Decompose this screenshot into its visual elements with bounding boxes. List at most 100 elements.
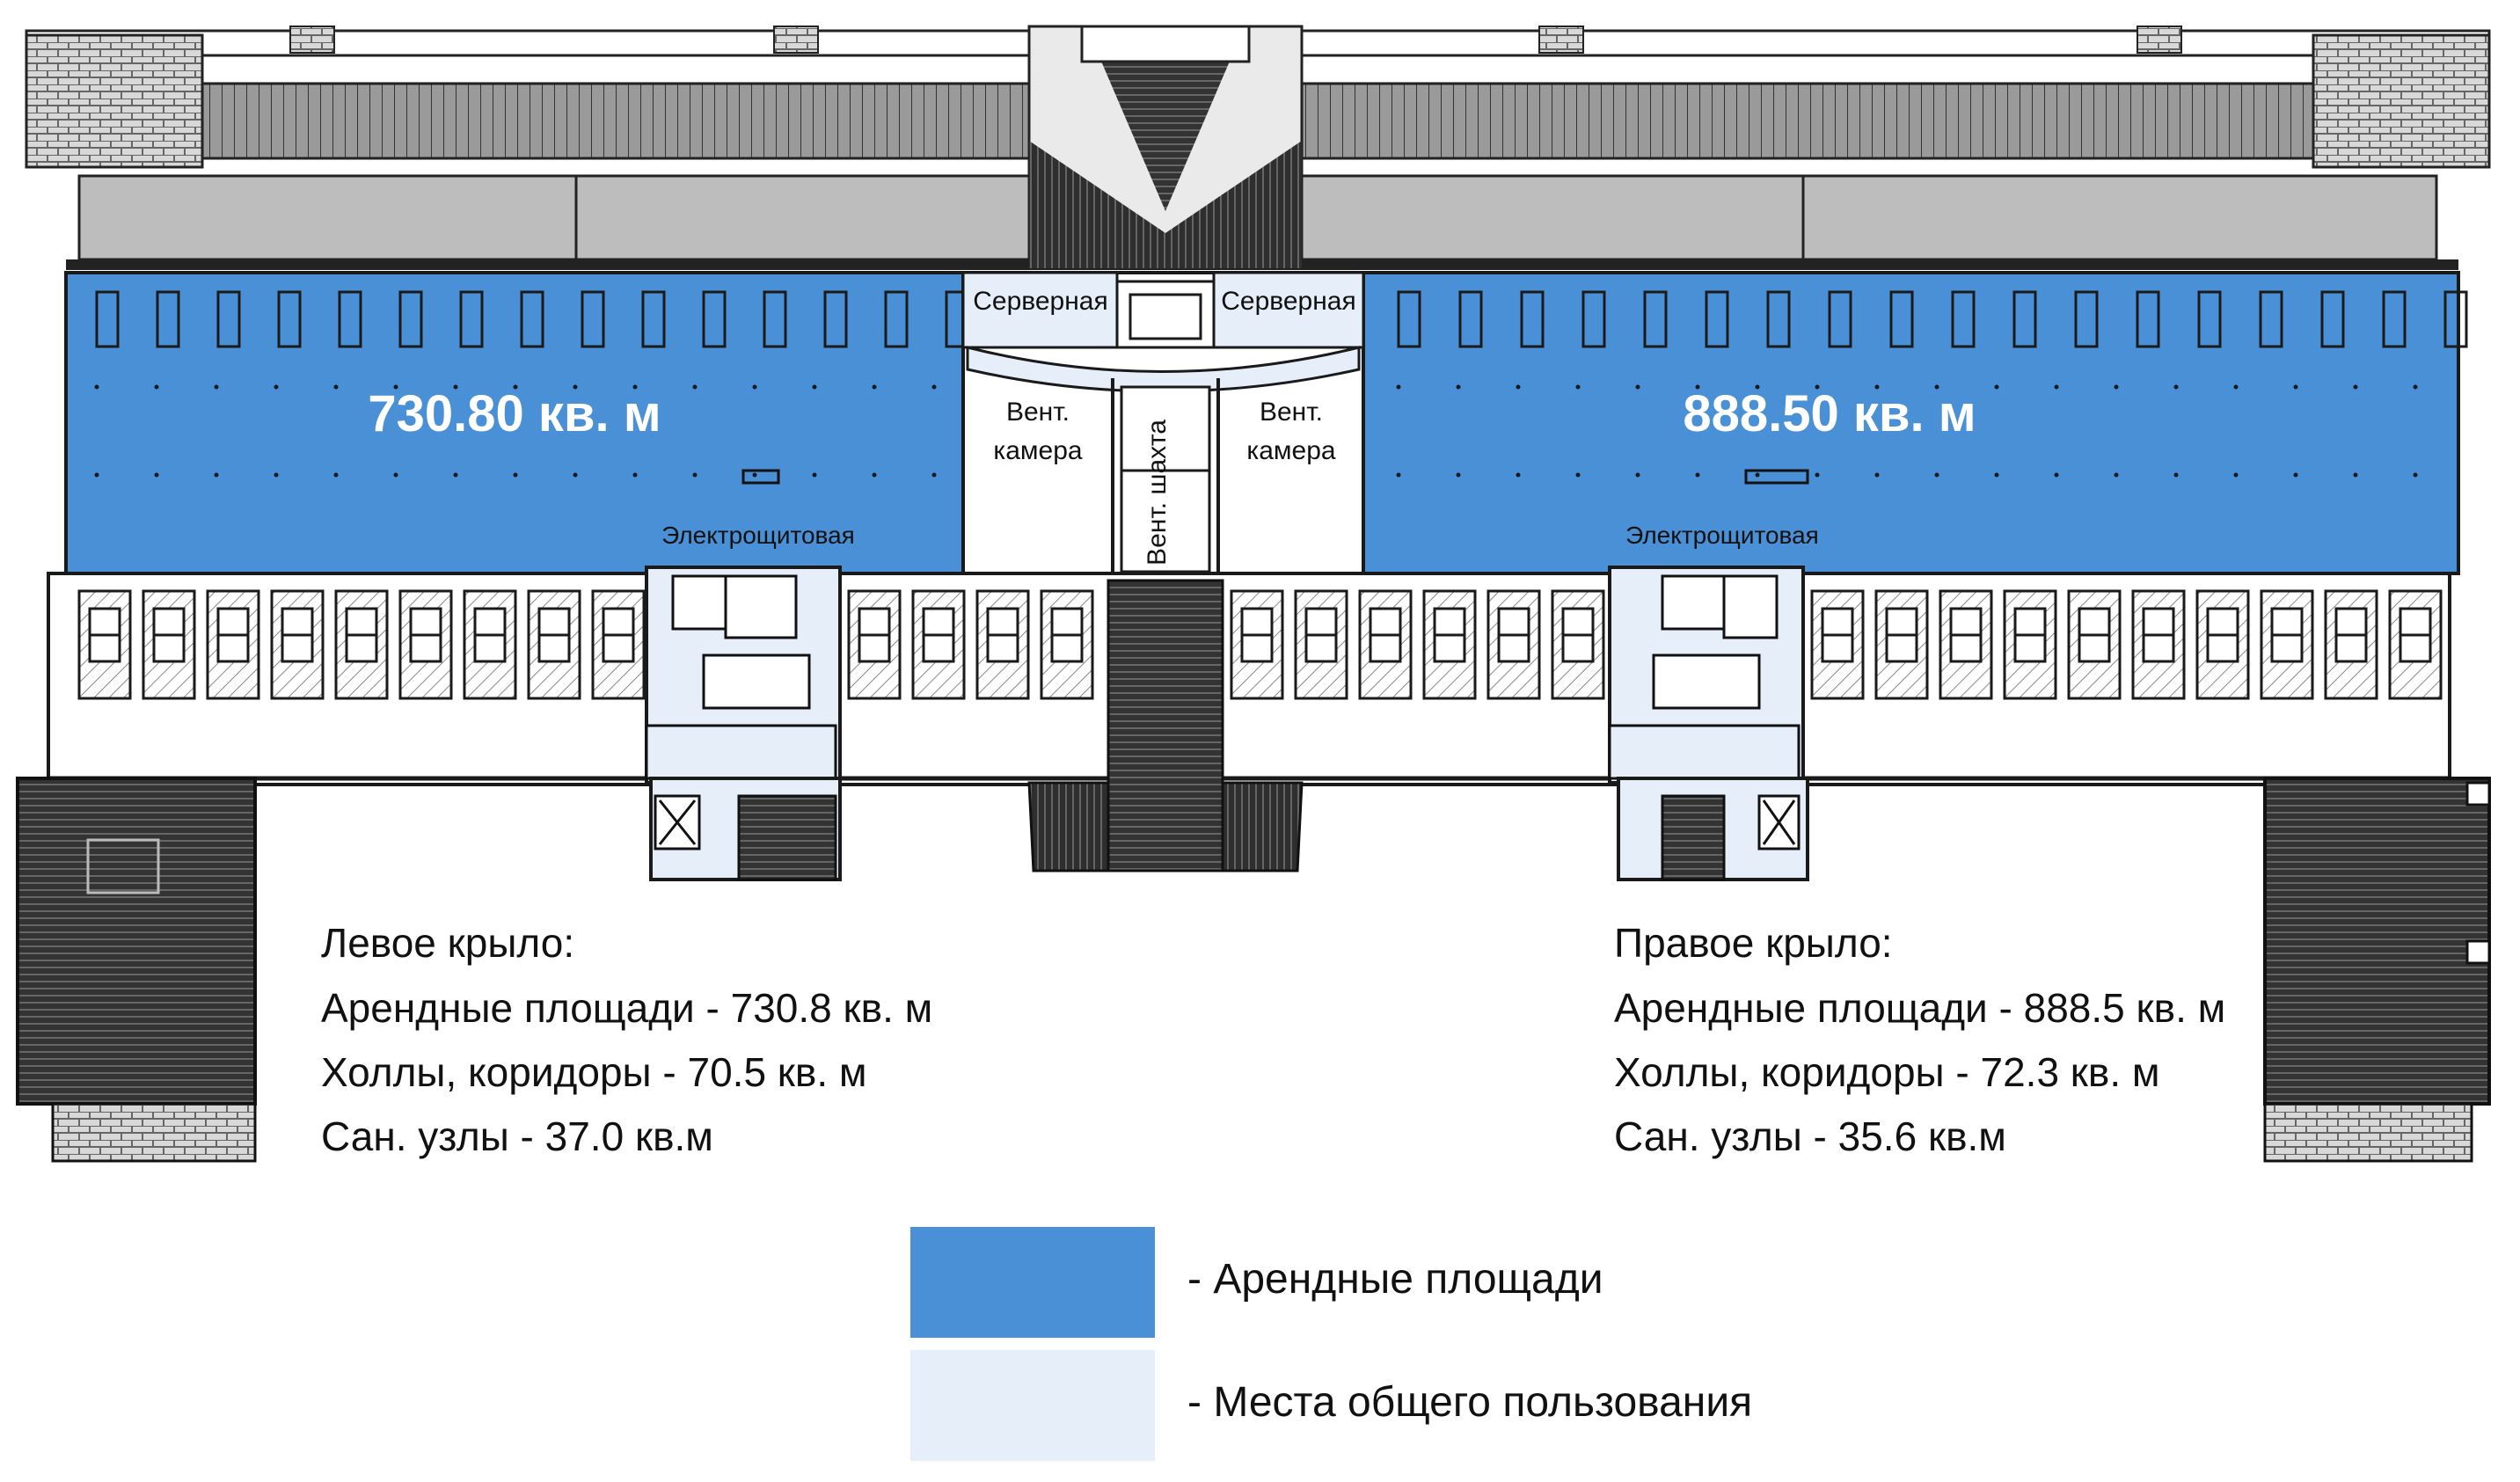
- column-dot: [1815, 384, 1820, 390]
- column-dot: [812, 384, 817, 390]
- window-opening: [2136, 290, 2160, 348]
- legend: - Арендные площади - Места общего пользо…: [910, 1227, 1752, 1461]
- column-dot: [1575, 384, 1581, 390]
- column-dot: [1755, 472, 1760, 478]
- window-opening: [1520, 290, 1545, 348]
- right-summary-title: Правое крыло:: [1614, 920, 1893, 966]
- left-wing-area-label: 730.80 кв. м: [368, 385, 661, 442]
- sanitary-stall: [1551, 589, 1605, 700]
- sanitary-stall: [1294, 589, 1348, 700]
- sanitary-stall: [1810, 589, 1865, 700]
- legend-swatch-common: [910, 1350, 1155, 1461]
- sanitary-stall: [975, 589, 1030, 700]
- column-dot: [1934, 384, 1939, 390]
- server-room-left-label: Серверная: [973, 287, 1108, 316]
- column-dot: [453, 472, 458, 478]
- column-dot: [2054, 384, 2059, 390]
- window-opening: [1828, 290, 1852, 348]
- column-dot: [2114, 472, 2119, 478]
- slot-left: [741, 469, 780, 485]
- column-dot: [154, 472, 159, 478]
- window-opening: [1766, 290, 1791, 348]
- sanitary-stall: [463, 589, 517, 700]
- window-opening: [156, 290, 180, 348]
- column-dot: [1635, 384, 1640, 390]
- column-dot: [1934, 472, 1939, 478]
- column-dot: [214, 472, 219, 478]
- window-opening: [1951, 290, 1976, 348]
- column-dot: [2293, 472, 2298, 478]
- vent-shaft-label: Вент. шахта: [1143, 420, 1172, 566]
- window-opening: [1458, 290, 1483, 348]
- column-dot: [2054, 472, 2059, 478]
- column-dot: [1456, 472, 1461, 478]
- column-dot: [632, 384, 638, 390]
- column-dot: [1396, 384, 1401, 390]
- window-opening: [520, 290, 544, 348]
- vent-chamber-left-line1: Вент.: [1006, 398, 1070, 427]
- sanitary-stall: [1874, 589, 1929, 700]
- column-dot: [812, 472, 817, 478]
- left-wing-extension: [16, 777, 257, 1163]
- right-wing-summary: Правое крыло: Арендные площади - 888.5 к…: [1614, 920, 2225, 1159]
- server-room-right-label: Серверная: [1221, 287, 1356, 316]
- column-dot: [1695, 384, 1700, 390]
- column-grid: [94, 384, 2418, 478]
- sanitary-stall: [398, 589, 453, 700]
- window-opening: [459, 290, 484, 348]
- window-opening: [2443, 290, 2468, 348]
- column-dot: [1516, 384, 1521, 390]
- column-dot: [931, 384, 937, 390]
- sanitary-stall: [1230, 589, 1284, 700]
- column-dot: [1635, 472, 1640, 478]
- slot-right: [1744, 469, 1809, 485]
- sanitary-stall: [2195, 589, 2250, 700]
- window-opening: [398, 290, 423, 348]
- window-opening: [823, 290, 848, 348]
- window-opening: [2259, 290, 2283, 348]
- column-dot: [2233, 472, 2239, 478]
- electrical-room-right-label: Электрощитовая: [1625, 522, 1819, 549]
- sanitary-stall: [2003, 589, 2057, 700]
- column-dot: [872, 472, 877, 478]
- column-dot: [274, 472, 279, 478]
- window-opening: [641, 290, 666, 348]
- legend-swatch-rental: [910, 1227, 1155, 1338]
- column-dot: [2173, 384, 2179, 390]
- column-dot: [931, 472, 937, 478]
- column-dot: [94, 384, 99, 390]
- left-wing-summary: Левое крыло: Арендные площади - 730.8 кв…: [321, 920, 932, 1159]
- sanitary-units: [77, 589, 2443, 700]
- window-opening: [1397, 290, 1421, 348]
- column-dot: [154, 384, 159, 390]
- column-dot: [1575, 472, 1581, 478]
- window-opening: [884, 290, 909, 348]
- sanitary-stall: [2260, 589, 2314, 700]
- column-dot: [1994, 384, 1999, 390]
- sanitary-stall: [2067, 589, 2122, 700]
- sanitary-stall: [334, 589, 389, 700]
- window-opening: [338, 290, 362, 348]
- sanitary-stall: [1040, 589, 1094, 700]
- column-dot: [513, 472, 518, 478]
- window-opening: [1643, 290, 1668, 348]
- column-dot: [872, 384, 877, 390]
- column-dot: [333, 472, 339, 478]
- sanitary-stall: [142, 589, 196, 700]
- right-wing-extension: [2263, 777, 2491, 1163]
- sanitary-stall: [206, 589, 260, 700]
- column-dot: [1994, 472, 1999, 478]
- right-wing-area-label: 888.50 кв. м: [1683, 385, 1976, 442]
- column-dot: [1755, 384, 1760, 390]
- column-dot: [1695, 472, 1700, 478]
- column-dot: [214, 384, 219, 390]
- column-dot: [513, 384, 518, 390]
- window-opening: [2012, 290, 2037, 348]
- sanitary-stall: [2324, 589, 2378, 700]
- column-dot: [2233, 384, 2239, 390]
- electrical-room-left-label: Электрощитовая: [661, 522, 855, 549]
- right-summary-halls: Холлы, коридоры - 72.3 кв. м: [1614, 1049, 2160, 1095]
- sanitary-stall: [527, 589, 581, 700]
- top-facade: [25, 26, 2491, 270]
